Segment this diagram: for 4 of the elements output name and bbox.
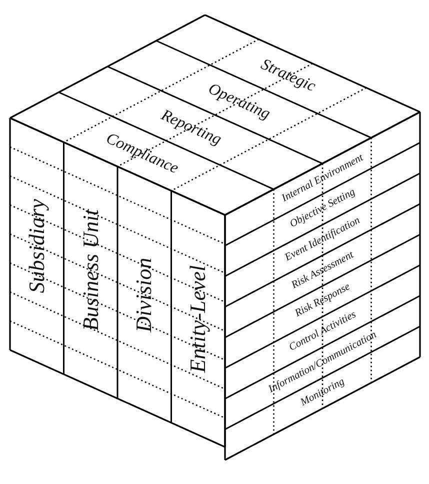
face-label: Division [133,257,156,332]
face-label: Subsidiary [26,199,48,294]
face-label: Entity-Level [187,265,210,373]
face-label: Business Unit [80,210,102,332]
